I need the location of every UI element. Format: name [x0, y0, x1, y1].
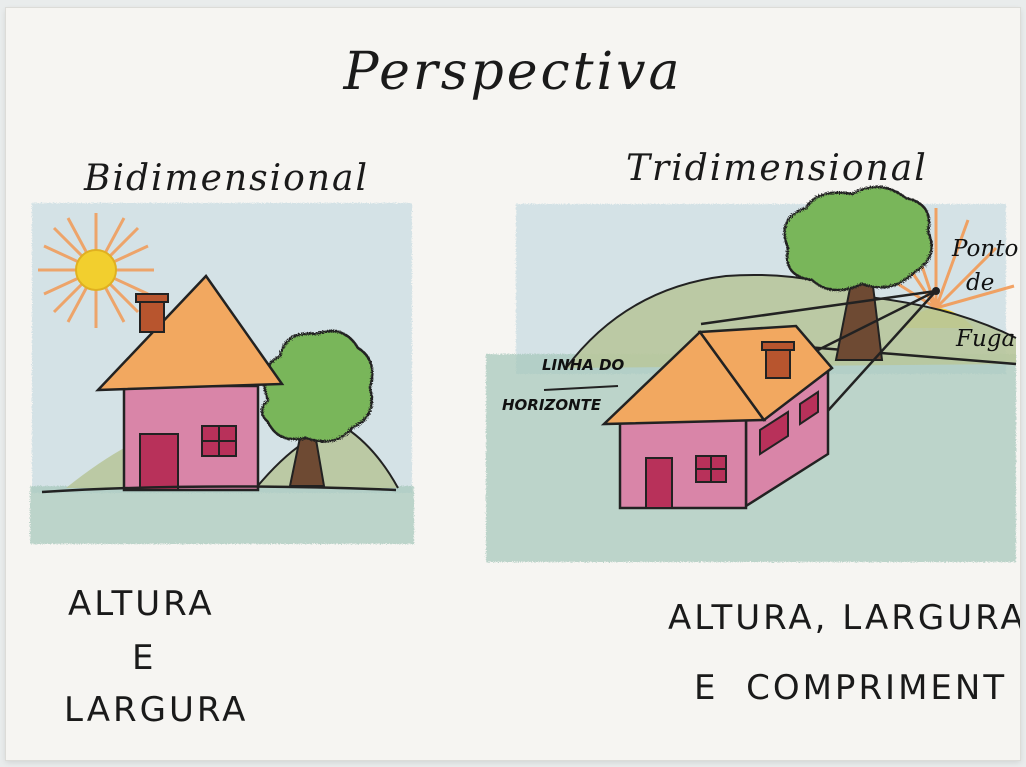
vanishing-point	[932, 287, 940, 295]
vanishing-label-line-1: Ponto	[952, 236, 1019, 262]
right-house	[600, 324, 834, 510]
right-caption-line-1: ALTURA, LARGURA	[668, 598, 1020, 638]
right-heading: Tridimensional	[626, 148, 928, 189]
left-heading: Bidimensional	[84, 158, 369, 199]
right-hill	[566, 274, 1016, 368]
sun-icon	[38, 213, 154, 328]
left-ground	[30, 486, 414, 544]
page-title: Perspectiva	[343, 42, 683, 102]
left-hill-right	[256, 428, 398, 488]
right-tree	[783, 185, 933, 361]
left-caption-line-2: E	[132, 638, 157, 678]
left-caption-line-3: LARGURA	[64, 690, 249, 730]
left-caption-line-1: ALTURA	[68, 584, 215, 624]
horizon-label-line-1: LINHA DO	[542, 356, 625, 374]
perspective-illustration	[30, 185, 1017, 562]
right-caption-line-2: E COMPRIMENT	[694, 668, 1008, 708]
vanishing-label-line-2: de	[966, 270, 995, 296]
right-scene	[486, 185, 1017, 562]
horizon-label-line-2: HORIZONTE	[502, 396, 602, 414]
left-tree	[260, 329, 374, 487]
drawing-paper: Perspectiva Bidimensional Tridimensional…	[6, 8, 1020, 760]
vanishing-label-line-3: Fuga	[956, 326, 1016, 352]
left-scene	[30, 203, 414, 544]
left-house	[95, 274, 285, 492]
